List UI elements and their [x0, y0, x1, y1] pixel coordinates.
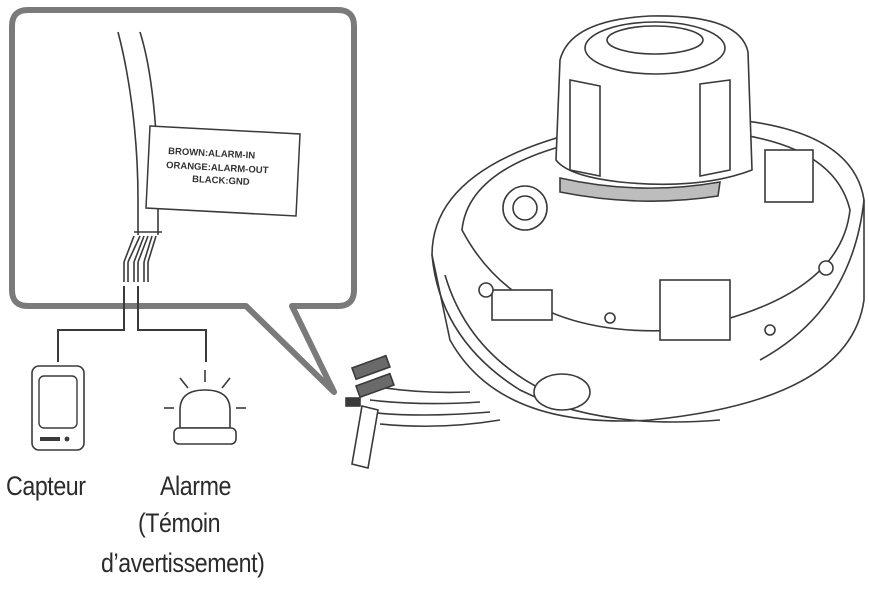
tag-line-3: BLACK:GND [192, 174, 250, 188]
alarm-beacon-icon [164, 370, 246, 445]
tag-line-2: ORANGE:ALARM-OUT [166, 160, 269, 176]
cable-tag: BROWN:ALARM-IN ORANGE:ALARM-OUT BLACK:GN… [145, 125, 301, 217]
device-connection-lines [57, 286, 207, 362]
sensor-icon [31, 365, 85, 451]
sensor-label: Capteur [6, 471, 86, 501]
dome-camera-icon [345, 15, 865, 469]
alarm-sublabel-2: d’avertissement) [101, 548, 265, 578]
alarm-sublabel-1: (Témoin [138, 508, 221, 538]
alarm-label: Alarme [160, 471, 231, 501]
tag-line-1: BROWN:ALARM-IN [168, 146, 256, 162]
